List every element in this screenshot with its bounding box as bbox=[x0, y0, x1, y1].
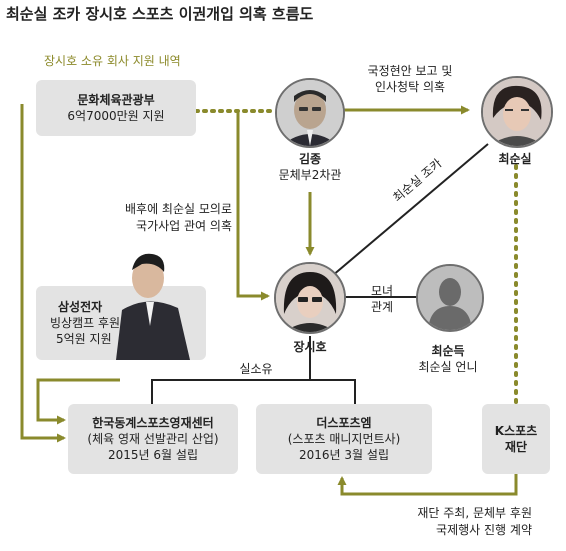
k-sports-name-2: 재단 bbox=[504, 440, 528, 454]
edge-samsung-to-center bbox=[36, 378, 120, 425]
edge-choi-jang-niece bbox=[331, 143, 489, 277]
jang-siho-photo bbox=[274, 262, 346, 334]
ministry-detail: 6억7000만원 지원 bbox=[67, 109, 165, 123]
samsung-detail-2: 5억원 지원 bbox=[56, 332, 112, 346]
edge-ministry-to-jang bbox=[236, 111, 270, 301]
label-kim-choi-1: 국정현안 보고 및 bbox=[367, 64, 453, 78]
winter-center-name: 한국동계스포츠영재센터 bbox=[92, 416, 214, 430]
choi-sundeuk-name: 최순득 bbox=[431, 344, 465, 358]
the-sportsm-detail-1: (스포츠 매니지먼트사) bbox=[287, 432, 401, 446]
label-behind-1: 배후에 최순실 모의로 bbox=[125, 202, 232, 216]
winter-center-detail-1: (체육 영재 선발관리 산업) bbox=[87, 432, 219, 446]
label-mother-daughter-1: 모녀 bbox=[370, 284, 394, 298]
label-behind-2: 국가사업 관여 의혹 bbox=[136, 219, 232, 233]
winter-center-box: 한국동계스포츠영재센터 (체육 영재 선발관리 산업) 2015년 6월 설립 bbox=[68, 404, 238, 474]
samsung-executive-photo bbox=[112, 246, 196, 360]
kim-jong-role: 문체부2차관 bbox=[278, 168, 342, 182]
jang-siho-name: 장시호 bbox=[293, 340, 327, 354]
label-kim-choi-2: 인사청탁 의혹 bbox=[374, 80, 446, 94]
ministry-box: 문화체육관광부 6억7000만원 지원 bbox=[36, 80, 196, 136]
ministry-name: 문화체육관광부 bbox=[77, 93, 155, 107]
edge-ministry-to-center bbox=[20, 104, 66, 443]
choi-sundeuk-role: 최순실 언니 bbox=[418, 360, 478, 374]
kim-jong-photo bbox=[275, 78, 345, 148]
kim-jong-name: 김종 bbox=[298, 152, 322, 166]
the-sportsm-box: 더스포츠엠 (스포츠 매니지먼트사) 2016년 3월 설립 bbox=[256, 404, 432, 474]
choi-soonsil-photo bbox=[481, 76, 553, 148]
label-ksports-contract-2: 국제행사 진행 계약 bbox=[436, 523, 532, 537]
label-ksports-contract-1: 재단 주최, 문체부 후원 bbox=[417, 506, 532, 520]
k-sports-box: K스포츠 재단 bbox=[482, 404, 550, 474]
diagram-title: 최순실 조카 장시호 스포츠 이권개입 의혹 흐름도 bbox=[6, 5, 314, 23]
choi-sundeuk-silhouette bbox=[416, 264, 484, 332]
edge-ksports-to-sportsm bbox=[337, 474, 518, 496]
winter-center-detail-2: 2015년 6월 설립 bbox=[108, 448, 198, 462]
k-sports-name-1: K스포츠 bbox=[494, 424, 538, 438]
the-sportsm-name: 더스포츠엠 bbox=[316, 416, 372, 430]
edge-actual-owner-bracket bbox=[151, 379, 356, 404]
section-label: 장시호 소유 회사 지원 내역 bbox=[44, 54, 181, 68]
label-actual-owner: 실소유 bbox=[239, 362, 273, 376]
samsung-name: 삼성전자 bbox=[58, 300, 103, 314]
the-sportsm-detail-2: 2016년 3월 설립 bbox=[299, 448, 389, 462]
choi-soonsil-name: 최순실 bbox=[498, 152, 532, 166]
samsung-detail-1: 빙상캠프 후원 bbox=[50, 316, 121, 330]
label-mother-daughter-2: 관계 bbox=[370, 300, 394, 314]
